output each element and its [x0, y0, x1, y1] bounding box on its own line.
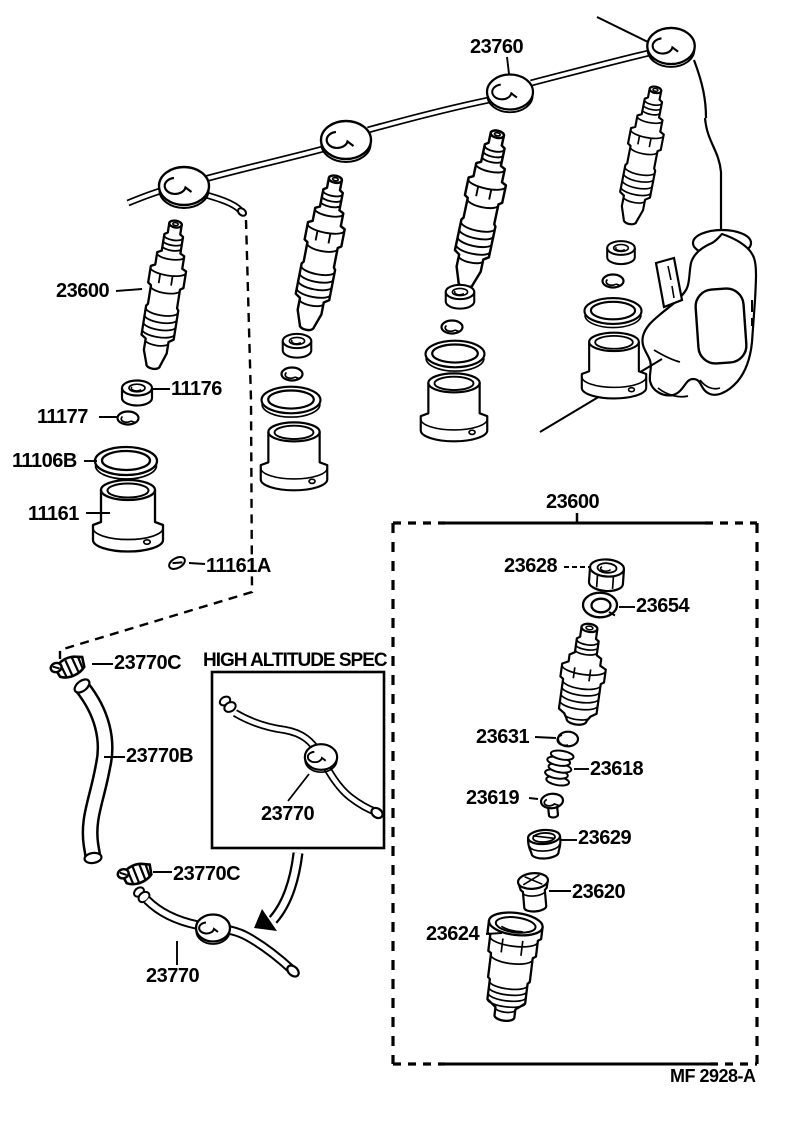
callout-23620: 23620 [572, 881, 626, 903]
callout-23770-main: 23770 [146, 965, 200, 987]
callout-11161a: 11161A [206, 555, 271, 577]
exploded-view-box [391, 513, 759, 1066]
callout-11161: 11161 [28, 503, 79, 525]
injector-2 [286, 171, 356, 335]
callout-23600-inset: 23600 [546, 491, 600, 513]
callout-23628: 23628 [504, 555, 558, 577]
leader-lines [84, 56, 635, 965]
cylinder-head [539, 59, 758, 433]
callout-11106b: 11106B [12, 450, 77, 472]
fuel-rail-pipes [126, 16, 696, 217]
injector-1 [133, 216, 195, 373]
injector-seat-parts [91, 240, 648, 570]
high-altitude-inset [210, 670, 386, 931]
callout-23760: 23760 [470, 36, 524, 58]
arrow-head [254, 909, 277, 931]
injector-3 [444, 125, 518, 293]
callout-23600-main: 23600 [56, 280, 110, 302]
callout-11177: 11177 [37, 406, 88, 428]
callout-11176: 11176 [171, 378, 222, 400]
hose-clamp-lower [115, 859, 155, 890]
callout-23618: 23618 [590, 758, 644, 780]
callout-23631: 23631 [476, 726, 530, 748]
callout-23770c-lower: 23770C [173, 863, 241, 885]
callout-23624: 23624 [426, 923, 480, 945]
callout-23629: 23629 [578, 827, 632, 849]
hose-clamp-upper [47, 652, 89, 684]
callout-23770-inset: 23770 [261, 803, 315, 825]
callout-23770c-upper: 23770C [114, 652, 182, 674]
injector-4 [611, 82, 674, 229]
hose-assembly [47, 652, 300, 978]
dashed-reference-line [58, 219, 254, 659]
doc-code: MF 2928-A [670, 1066, 756, 1086]
clip-11161a [168, 556, 186, 570]
callout-23619: 23619 [466, 787, 520, 809]
callout-23654: 23654 [636, 595, 690, 617]
callout-23770b: 23770B [126, 745, 194, 767]
inset-title: HIGH ALTITUDE SPEC [203, 650, 388, 671]
exploded-parts [486, 558, 626, 1023]
